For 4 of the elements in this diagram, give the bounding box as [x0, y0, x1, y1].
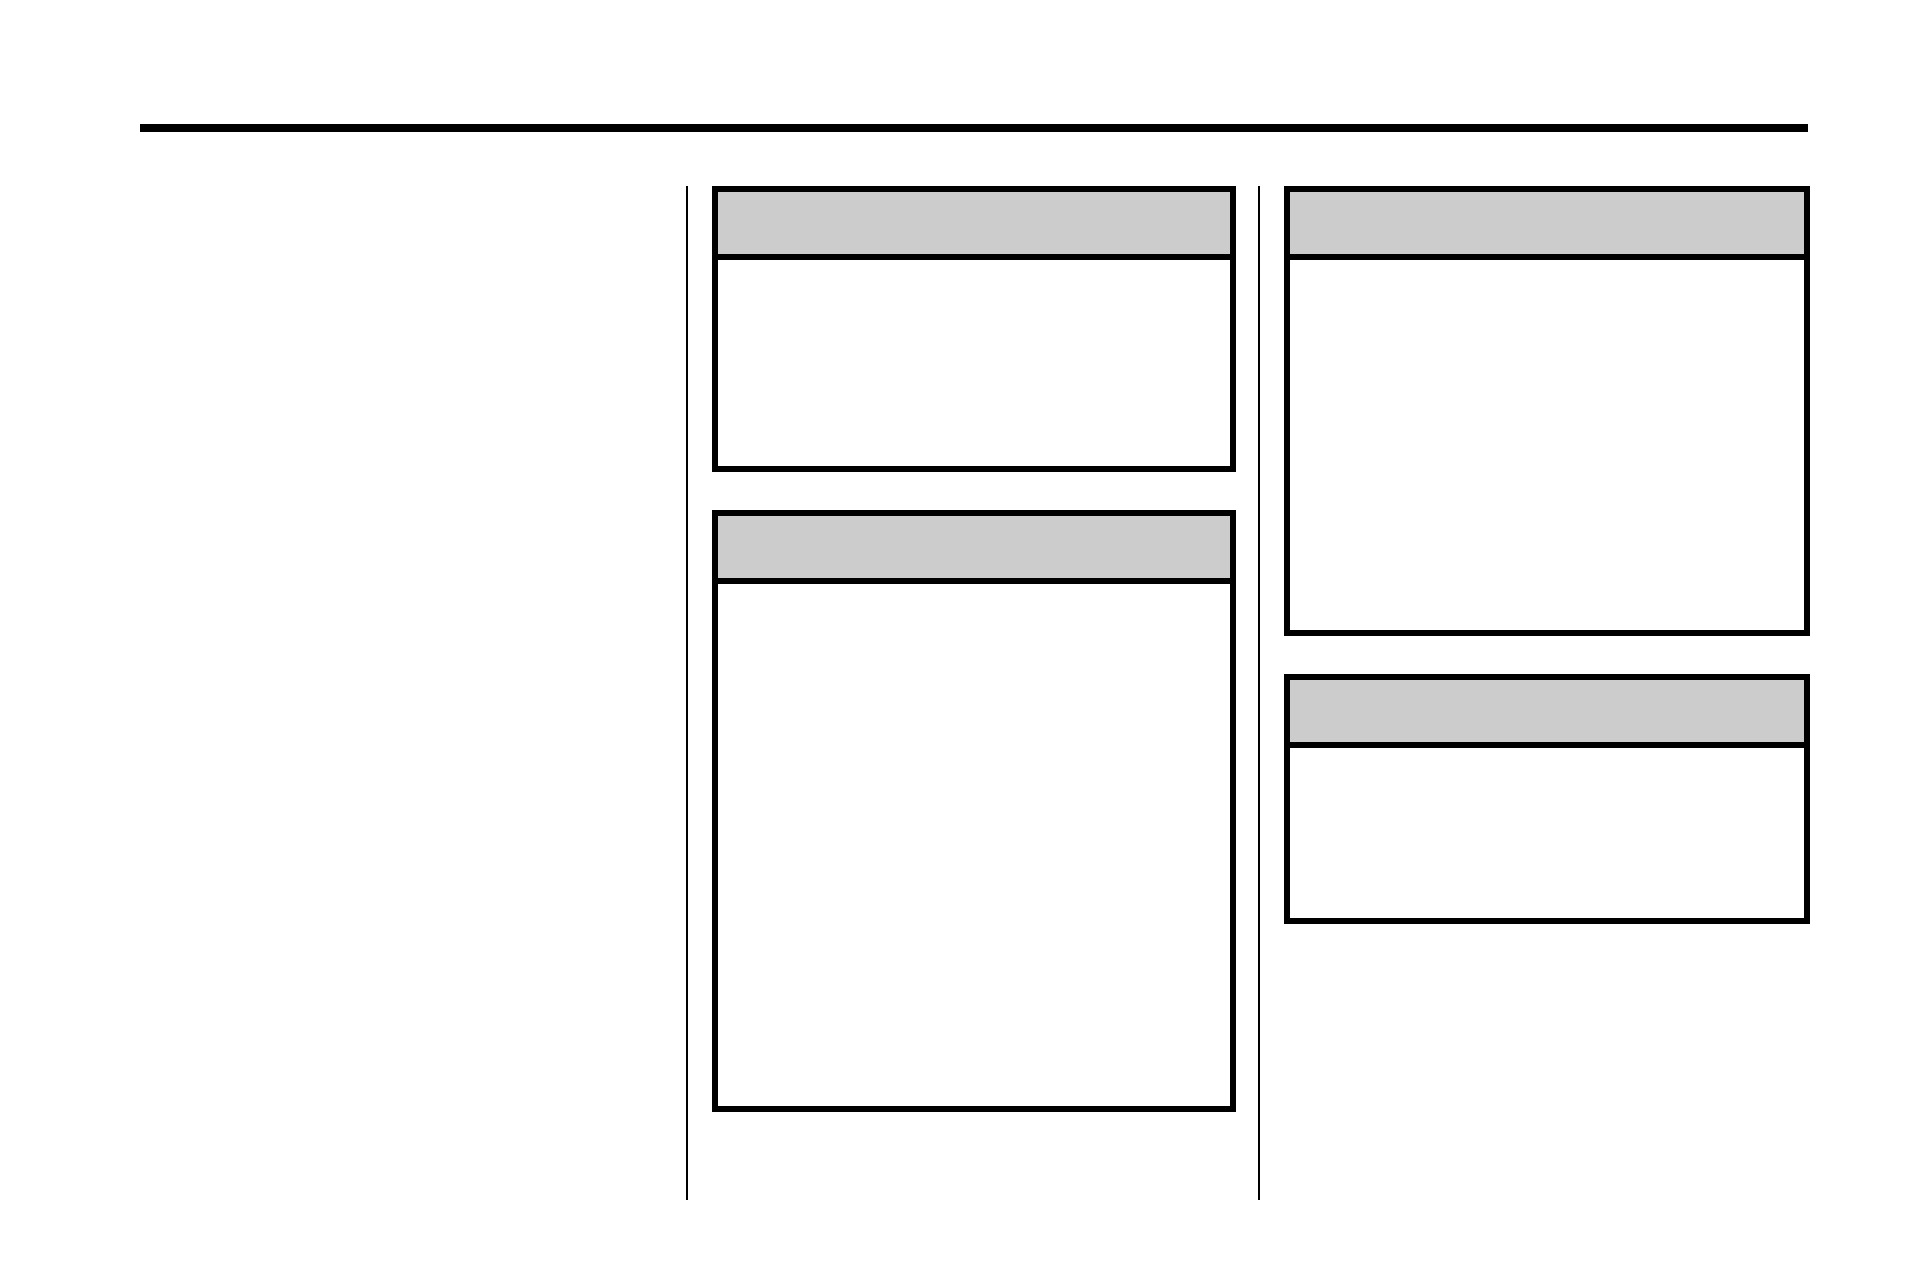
- note-box: [712, 510, 1236, 1112]
- note-box: [712, 186, 1236, 472]
- note-box: [1284, 186, 1810, 636]
- note-box: [1284, 674, 1810, 924]
